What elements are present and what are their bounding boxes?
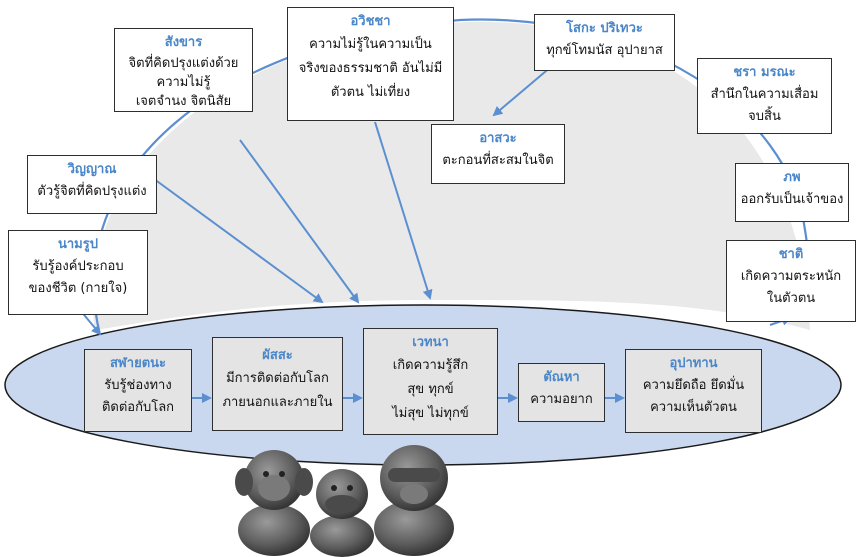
monkey-speak-no-evil <box>310 469 374 557</box>
node-jara: ชรา มรณะ สำนึกในความเสื่อม จบสิ้น <box>697 58 832 134</box>
node-sangkhara-body: จิตที่คิดปรุงแต่งด้วย ความไม่รู้ เจตจำนง… <box>128 56 239 109</box>
node-asava: อาสวะ ตะกอนที่สะสมในจิต <box>431 124 565 184</box>
node-phassa-body: มีการติดต่อกับโลก ภายนอกและภายใน <box>222 371 333 410</box>
node-vedana-body: เกิดความรู้สึก สุข ทุกข์ ไม่สุข ไม่ทุกข์ <box>392 358 469 421</box>
node-soka-title: โสกะ ปริเทวะ <box>566 21 643 36</box>
node-vinnana-body: ตัวรู้จิตที่คิดปรุงแต่ง <box>37 184 147 199</box>
node-upadana: อุปาทาน ความยึดถือ ยึดมั่น ความเห็นตัวตน <box>625 349 762 433</box>
node-vedana: เวทนา เกิดความรู้สึก สุข ทุกข์ ไม่สุข ไม… <box>363 328 498 435</box>
node-upadana-title: อุปาทาน <box>669 356 718 371</box>
node-namarupa-body: รับรู้องค์ประกอบ ของชีวิต (กายใจ) <box>28 259 128 296</box>
node-asava-title: อาสวะ <box>479 131 517 146</box>
node-jati-title: ชาติ <box>778 247 804 262</box>
node-avijja: อวิชชา ความไม่รู้ในความเป็น จริงของธรรมช… <box>287 7 454 121</box>
node-bhava: ภพ ออกรับเป็นเจ้าของ <box>735 163 849 222</box>
arrow-sangkhara-to-ellipse <box>239 139 360 304</box>
node-vinnana: วิญญาณ ตัวรู้จิตที่คิดปรุงแต่ง <box>27 155 157 214</box>
monkey-hear-no-evil <box>235 450 313 556</box>
three-monkeys-illustration <box>235 445 454 557</box>
node-jati-body: เกิดความตระหนัก ในตัวตน <box>740 269 842 306</box>
node-upadana-body: ความยึดถือ ยึดมั่น ความเห็นตัวตน <box>642 378 745 415</box>
node-salayatana-title: สฬายตนะ <box>109 356 167 371</box>
node-vedana-title: เวทนา <box>412 335 449 350</box>
node-phassa: ผัสสะ มีการติดต่อกับโลก ภายนอกและภายใน <box>212 337 343 431</box>
node-bhava-title: ภพ <box>783 170 801 185</box>
node-sangkhara-title: สังขาร <box>164 35 203 50</box>
node-avijja-body: ความไม่รู้ในความเป็น จริงของธรรมชาติ อัน… <box>298 37 443 100</box>
node-namarupa: นามรูป รับรู้องค์ประกอบ ของชีวิต (กายใจ) <box>8 230 148 315</box>
node-salayatana: สฬายตนะ รับรู้ช่องทาง ติดต่อกับโลก <box>84 349 192 432</box>
node-salayatana-body: รับรู้ช่องทาง ติดต่อกับโลก <box>101 378 175 415</box>
arrow-avijja-to-ellipse <box>374 121 433 300</box>
arrow-vinnana-to-ellipse <box>149 175 324 304</box>
node-asava-body: ตะกอนที่สะสมในจิต <box>442 153 554 168</box>
node-tanha-body: ความอยาก <box>530 392 593 407</box>
node-soka-body: ทุกข์โทมนัส อุปายาส <box>546 43 663 58</box>
node-bhava-body: ออกรับเป็นเจ้าของ <box>740 192 844 207</box>
node-vinnana-title: วิญญาณ <box>67 162 117 177</box>
node-tanha: ตัณหา ความอยาก <box>518 363 605 422</box>
node-soka: โสกะ ปริเทวะ ทุกข์โทมนัส อุปายาส <box>534 14 675 71</box>
monkey-see-no-evil <box>374 445 454 556</box>
node-jara-body: สำนึกในความเสื่อม จบสิ้น <box>710 87 819 124</box>
node-tanha-title: ตัณหา <box>543 370 580 385</box>
node-avijja-title: อวิชชา <box>350 14 391 29</box>
node-jati: ชาติ เกิดความตระหนัก ในตัวตน <box>726 240 856 322</box>
node-phassa-title: ผัสสะ <box>262 348 293 363</box>
node-sangkhara: สังขาร จิตที่คิดปรุงแต่งด้วย ความไม่รู้ … <box>114 28 253 112</box>
node-namarupa-title: นามรูป <box>58 237 98 252</box>
node-jara-title: ชรา มรณะ <box>733 65 796 80</box>
